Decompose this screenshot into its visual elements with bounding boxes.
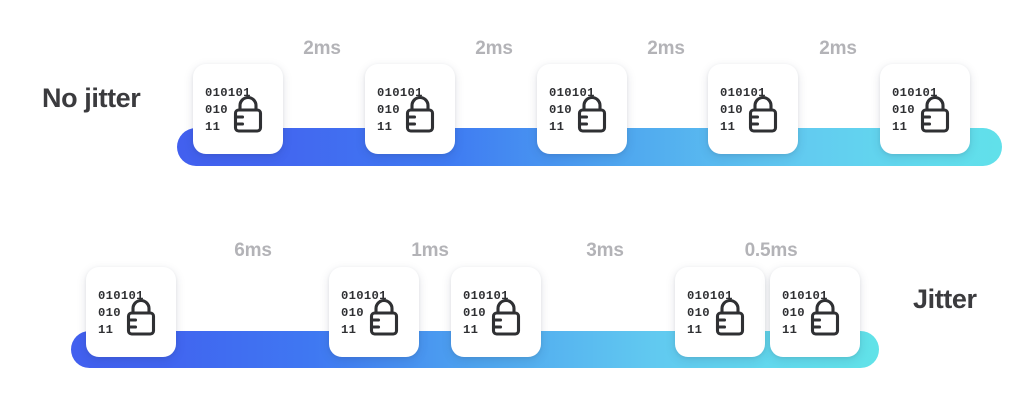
gap-label-no-jitter-1: 2ms: [303, 38, 341, 59]
packet-bits-line-3: 11: [205, 120, 220, 134]
gap-label-no-jitter-4: 2ms: [819, 38, 857, 59]
binary-lock-icon: 010101 010 11: [549, 86, 607, 134]
packet-card[interactable]: 010101 010 11: [451, 267, 541, 357]
binary-lock-icon: 010101 010 11: [892, 86, 950, 134]
packet-bits-line-1: 010101: [549, 86, 595, 100]
packet-card[interactable]: 010101 010 11: [708, 64, 798, 154]
binary-lock-icon: 010101 010 11: [463, 289, 521, 337]
packet-bits-line-1: 010101: [463, 289, 509, 303]
row-label-jitter: Jitter: [913, 284, 977, 314]
packet-bits-line-2: 010: [205, 103, 228, 117]
packet-bits-line-1: 010101: [377, 86, 423, 100]
packet-bits-line-2: 010: [782, 306, 805, 320]
packet-bits-line-1: 010101: [687, 289, 733, 303]
packet-card[interactable]: 010101 010 11: [329, 267, 419, 357]
packet-bits-line-3: 11: [687, 323, 702, 337]
packet-bits-line-2: 010: [341, 306, 364, 320]
packet-bits-line-2: 010: [98, 306, 121, 320]
packet-bits-line-3: 11: [98, 323, 113, 337]
packet-bits-line-2: 010: [892, 103, 915, 117]
packet-card[interactable]: 010101 010 11: [86, 267, 176, 357]
gap-label-no-jitter-2: 2ms: [475, 38, 513, 59]
packet-card[interactable]: 010101 010 11: [365, 64, 455, 154]
packet-bits-line-3: 11: [377, 120, 392, 134]
gap-label-jitter-4: 0.5ms: [744, 240, 798, 261]
gap-label-jitter-1: 6ms: [234, 240, 272, 261]
packet-bits-line-1: 010101: [205, 86, 251, 100]
packet-bits-line-2: 010: [463, 306, 486, 320]
packet-bits-line-1: 010101: [720, 86, 766, 100]
packet-bits-line-3: 11: [720, 120, 735, 134]
binary-lock-icon: 010101 010 11: [377, 86, 435, 134]
packet-bits-line-1: 010101: [782, 289, 828, 303]
row-label-no-jitter: No jitter: [42, 83, 141, 113]
packet-card[interactable]: 010101 010 11: [675, 267, 765, 357]
packet-bits-line-1: 010101: [98, 289, 144, 303]
packet-bits-line-2: 010: [377, 103, 400, 117]
packet-bits-line-2: 010: [687, 306, 710, 320]
packet-card[interactable]: 010101 010 11: [770, 267, 860, 357]
binary-lock-icon: 010101 010 11: [782, 289, 840, 337]
binary-lock-icon: 010101 010 11: [687, 289, 745, 337]
gap-label-no-jitter-3: 2ms: [647, 38, 685, 59]
packet-card[interactable]: 010101 010 11: [537, 64, 627, 154]
packet-card[interactable]: 010101 010 11: [193, 64, 283, 154]
binary-lock-icon: 010101 010 11: [205, 86, 263, 134]
packet-bits-line-2: 010: [720, 103, 743, 117]
packet-bits-line-1: 010101: [341, 289, 387, 303]
binary-lock-icon: 010101 010 11: [341, 289, 399, 337]
packet-bits-line-3: 11: [782, 323, 797, 337]
packet-bits-line-2: 010: [549, 103, 572, 117]
binary-lock-icon: 010101 010 11: [720, 86, 778, 134]
gap-label-jitter-2: 1ms: [411, 240, 449, 261]
packet-card[interactable]: 010101 010 11: [880, 64, 970, 154]
packet-bits-line-3: 11: [549, 120, 564, 134]
packet-bits-line-3: 11: [341, 323, 356, 337]
packet-bits-line-3: 11: [463, 323, 478, 337]
packet-bits-line-1: 010101: [892, 86, 938, 100]
gap-label-jitter-3: 3ms: [586, 240, 624, 261]
packet-bits-line-3: 11: [892, 120, 907, 134]
binary-lock-icon: 010101 010 11: [98, 289, 156, 337]
